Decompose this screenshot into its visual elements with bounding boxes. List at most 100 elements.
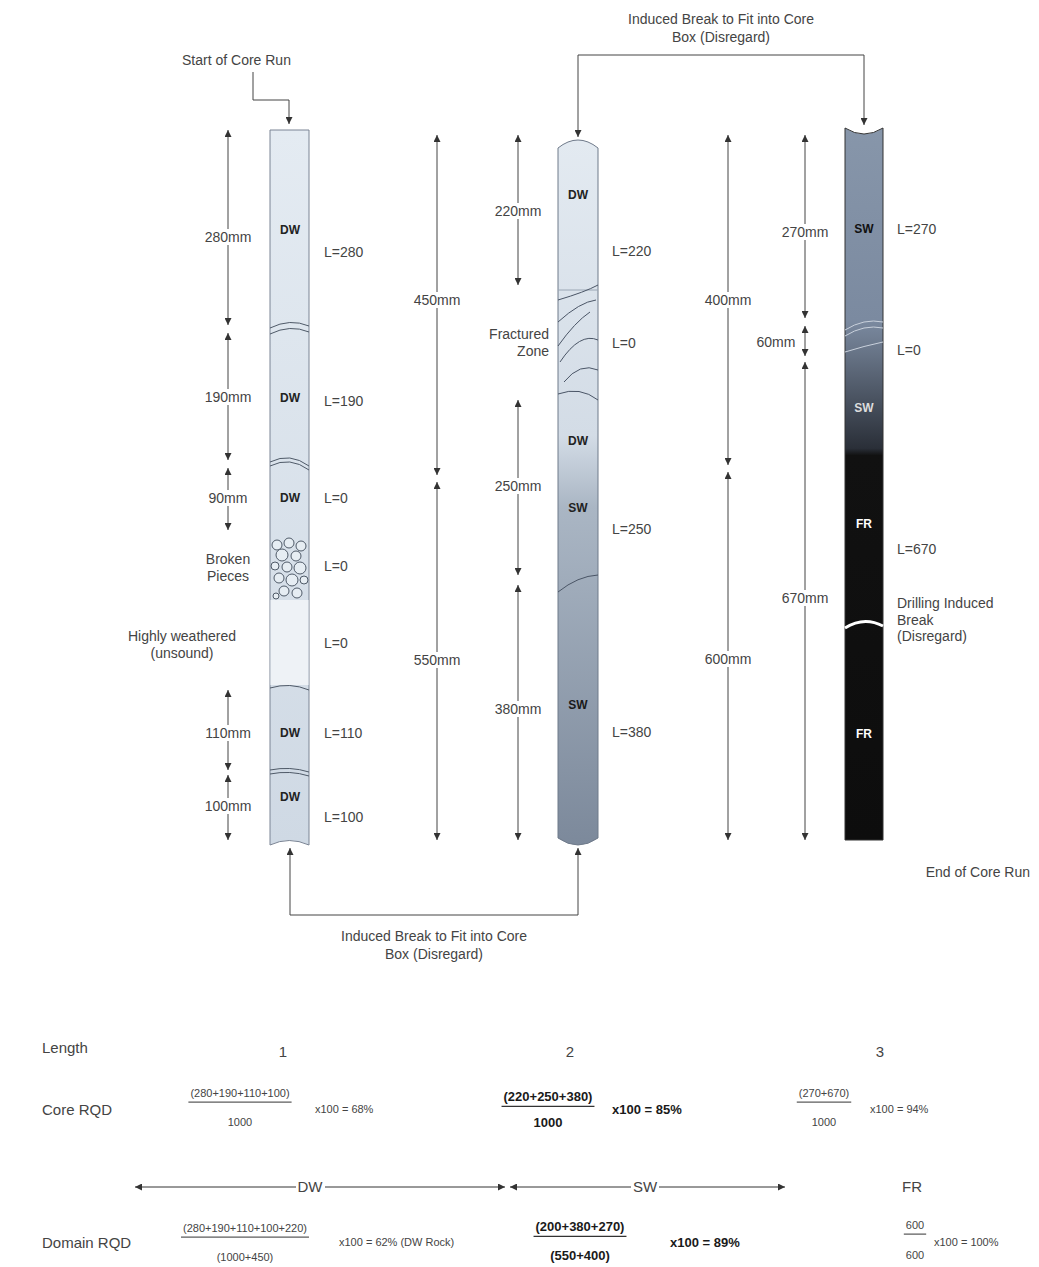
core-annotation: 270mm [780, 224, 831, 241]
table-text: x100 = 68% [313, 1103, 375, 1116]
core-annotation: L=220 [610, 243, 653, 260]
weathering-grade: DW [558, 434, 598, 448]
core-annotation: 450mm [412, 292, 463, 309]
fracture [558, 391, 598, 400]
fracture [270, 322, 309, 328]
rock-piece [296, 541, 306, 551]
core-annotation: 90mm [207, 490, 250, 507]
table-text: 600 [904, 1219, 926, 1232]
core-annotation: L=270 [895, 221, 938, 238]
fraction-bar [188, 1102, 291, 1103]
weathering-grade: SW [845, 222, 883, 236]
table-text: 1 [277, 1043, 289, 1061]
core-annotation: 250mm [493, 478, 544, 495]
core-annotation: Fractured Zone [467, 326, 551, 360]
weathering-grade: SW [558, 501, 598, 515]
core-annotation: 110mm [203, 725, 253, 742]
core-column [845, 128, 883, 840]
rock-piece [294, 562, 306, 574]
fracture [558, 575, 598, 592]
table-text: (550+400) [548, 1248, 612, 1264]
fracture-lines [270, 322, 309, 776]
core-annotation: 220mm [493, 203, 544, 220]
rock-piece [272, 540, 282, 550]
table-text: 2 [564, 1043, 576, 1061]
core-run: DW DW SW SW [558, 140, 598, 845]
core-run: SW SW FR FR [845, 128, 883, 840]
fracture [270, 328, 309, 334]
weathering-grade: SW [558, 698, 598, 712]
core-annotation: L=380 [610, 724, 653, 741]
core-annotation: 380mm [493, 701, 544, 718]
core-annotation: Drilling Induced Break (Disregard) [895, 595, 999, 645]
table-text: 600 [904, 1249, 926, 1262]
core-annotation: End of Core Run [924, 864, 1032, 881]
core-annotation: L=0 [322, 635, 350, 652]
table-text: Domain RQD [40, 1234, 133, 1252]
core-annotation: L=0 [322, 558, 350, 575]
weathering-grade: FR [845, 727, 883, 741]
table-text: Core RQD [40, 1101, 114, 1119]
core-column [558, 140, 598, 845]
rock-piece [284, 538, 294, 548]
fracture [845, 327, 883, 336]
weathering-grade: DW [270, 491, 310, 505]
weathering-grade: DW [558, 188, 598, 202]
table-text: (280+190+110+100+220) [181, 1222, 309, 1235]
induced-break-connector [578, 55, 864, 137]
core-annotation: L=0 [610, 335, 638, 352]
fracture [558, 312, 590, 346]
weathering-grade: FR [845, 517, 883, 531]
fracture-lines [558, 285, 598, 592]
rock-piece [291, 551, 301, 561]
table-text: (1000+450) [215, 1251, 276, 1264]
connector-label: Induced Break to Fit into Core Box (Disr… [339, 927, 529, 963]
core-annotation: L=190 [322, 393, 365, 410]
core-annotation: L=110 [322, 725, 364, 742]
core-annotation: L=100 [322, 809, 365, 826]
weathering-grade: DW [270, 223, 310, 237]
core-annotation: Start of Core Run [180, 52, 293, 69]
drilling-break [845, 621, 883, 628]
weathering-grade: SW [845, 401, 883, 415]
table-text: x100 = 100% [932, 1236, 1001, 1249]
core-annotation: 190mm [203, 389, 254, 406]
core-annotation: 60mm [755, 334, 798, 351]
table-text: (200+380+270) [534, 1219, 627, 1235]
rock-piece [273, 593, 279, 599]
core-annotation: 670mm [780, 590, 831, 607]
leader-line [253, 72, 289, 124]
fracture [845, 321, 883, 330]
fracture [558, 285, 598, 300]
table-text: FR [900, 1178, 924, 1196]
core-run: DWDWDWDWDW [270, 130, 310, 845]
core-annotation: 280mm [203, 229, 254, 246]
fraction-bar [797, 1102, 851, 1103]
rock-piece [279, 586, 289, 596]
fracture [845, 342, 883, 352]
fracture [270, 462, 309, 470]
rock-piece [276, 549, 288, 561]
fracture [558, 300, 596, 322]
fraction-bar [534, 1236, 627, 1237]
core-annotation: 600mm [703, 651, 754, 668]
weathering-grade: DW [270, 391, 310, 405]
table-text: SW [631, 1178, 659, 1196]
table-text: (280+190+110+100) [188, 1087, 291, 1100]
table-text: (220+250+380) [502, 1089, 595, 1105]
weathering-grade: DW [270, 726, 310, 740]
core-annotation: L=0 [322, 490, 350, 507]
table-text: (270+670) [797, 1087, 851, 1100]
core-annotation: 400mm [703, 292, 754, 309]
table-text: 1000 [532, 1115, 565, 1131]
dimension-line [805, 326, 806, 356]
rock-piece [286, 574, 298, 586]
table-text: x100 = 94% [868, 1103, 930, 1116]
table-text: 1000 [810, 1116, 838, 1129]
weathered-zone [271, 600, 309, 685]
fracture [270, 685, 309, 690]
table-text: x100 = 85% [610, 1102, 684, 1118]
fracture-lines [845, 321, 883, 352]
rock-piece [300, 576, 308, 584]
fracture [270, 772, 309, 776]
